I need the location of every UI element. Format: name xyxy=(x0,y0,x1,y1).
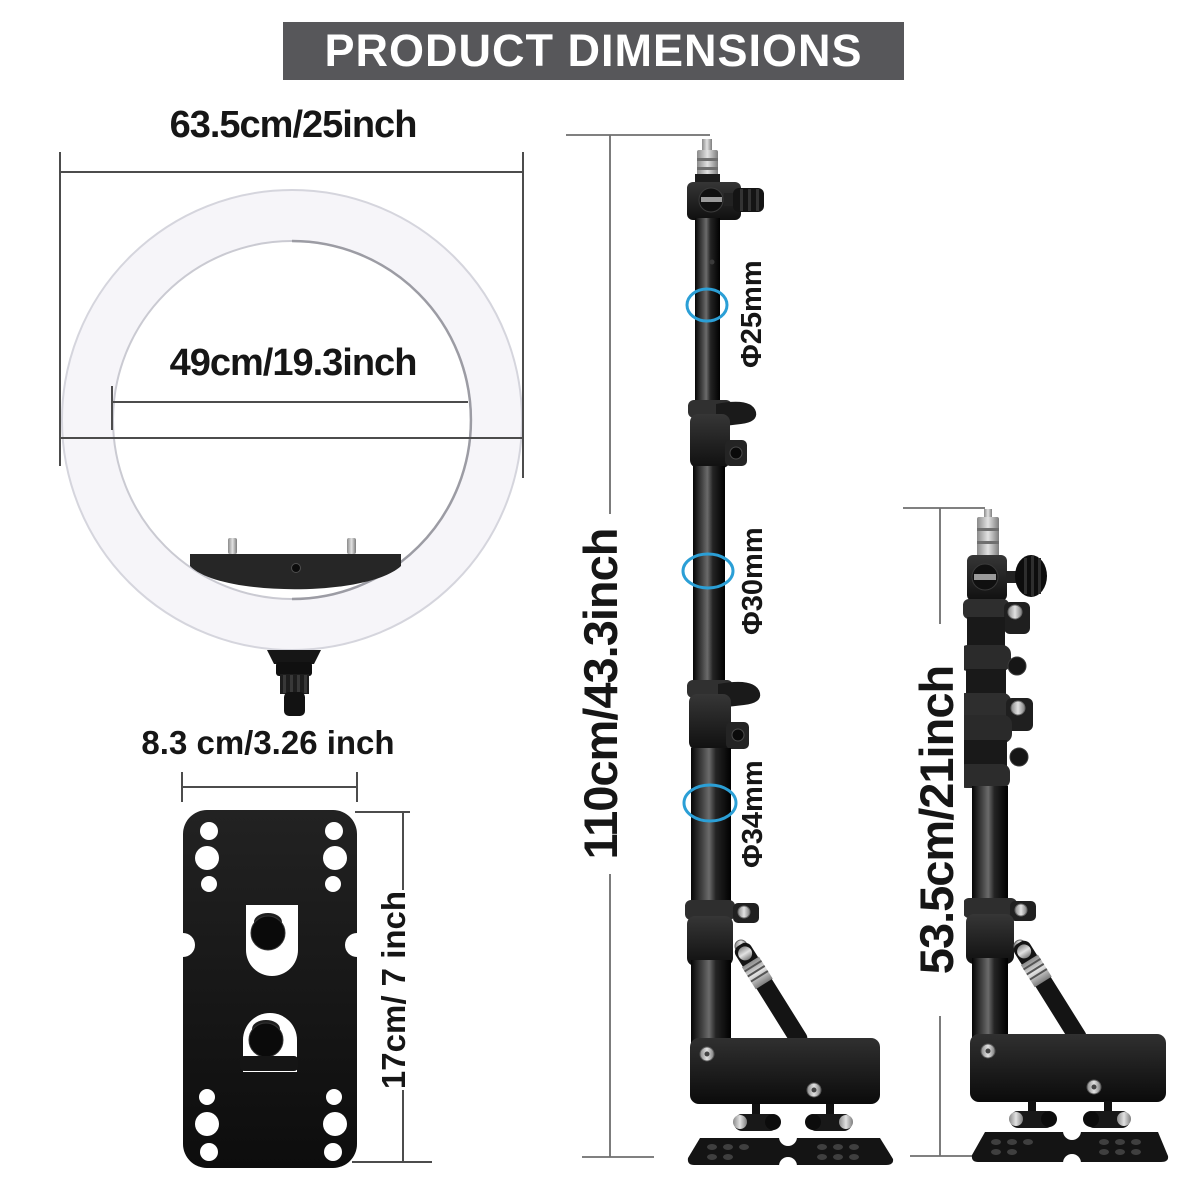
tube-diameter-34mm-label: Φ34mm xyxy=(737,760,769,868)
ring-outer-diameter-label: 63.5cm/25inch xyxy=(169,104,418,146)
tube-diameter-highlights xyxy=(681,287,738,823)
plate-height-label: 17cm/ 7 inch xyxy=(372,890,416,1090)
ring-light-illustration xyxy=(61,189,523,716)
ring-outer-dimension-lines xyxy=(59,152,524,478)
plate-width-label: 8.3 cm/3.26 inch xyxy=(141,724,395,761)
ring-inner-dimension-lines xyxy=(111,386,468,430)
plate-height-dimension-lines xyxy=(352,811,432,1163)
page-title: PRODUCT DIMENSIONS xyxy=(283,22,904,80)
tube-30mm-highlight xyxy=(681,552,735,590)
wall-mount-plate-illustration xyxy=(171,810,369,1168)
ring-inner-diameter-label: 49cm/19.3inch xyxy=(169,342,418,384)
tube-34mm-highlight xyxy=(682,783,738,823)
extended-stand-height-label: 110cm/43.3inch xyxy=(574,514,628,874)
tube-diameter-25mm-label: Φ25mm xyxy=(736,260,768,368)
collapsed-stand-illustration xyxy=(956,509,1169,1172)
extended-stand-illustration xyxy=(685,139,894,1175)
ring-mount-bar xyxy=(190,538,401,590)
plate-width-dimension-lines xyxy=(181,772,358,802)
tube-diameter-30mm-label: Φ30mm xyxy=(737,527,769,635)
extended-stand-dimension-lines xyxy=(566,134,710,1158)
collapsed-stand-height-label: 53.5cm/21inch xyxy=(910,640,964,1000)
power-connector-icon xyxy=(267,650,321,716)
tube-25mm-highlight xyxy=(685,287,729,323)
